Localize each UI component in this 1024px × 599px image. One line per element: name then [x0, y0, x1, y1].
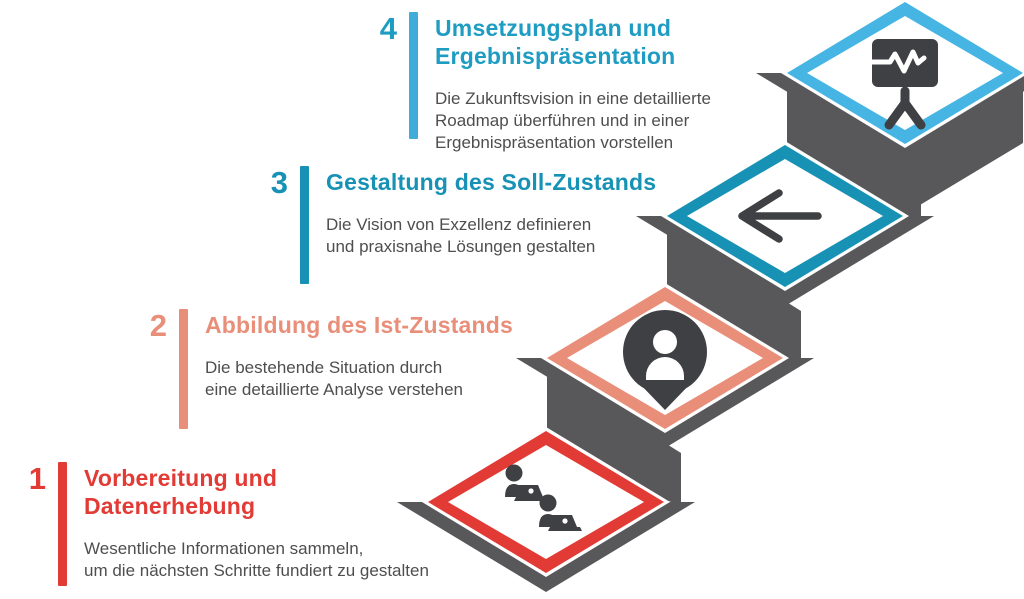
- step2-desc-line1: Die bestehende Situation durch: [205, 358, 443, 377]
- stair-step-2: [516, 283, 814, 505]
- step4-accent-bar: [409, 12, 418, 139]
- step3-title: Gestaltung des Soll-Zustands: [326, 168, 656, 196]
- step3-accent-bar: [300, 166, 309, 284]
- step3-number: 3: [270, 165, 288, 200]
- step1-text-block: 1 Vorbereitung und Datenerhebung Wesentl…: [12, 462, 429, 586]
- person-location-pin-icon: [623, 310, 707, 410]
- step3-desc-line2: und praxisnahe Lösungen gestalten: [326, 237, 596, 256]
- step1-title-line2: Datenerhebung: [84, 493, 256, 519]
- step4-desc-line3: Ergebnispräsentation vorstellen: [435, 133, 674, 152]
- step2-accent-bar: [179, 309, 188, 429]
- step1-desc-line2: um die nächsten Schritte fundiert zu ges…: [84, 561, 429, 580]
- step4-title-line2: Ergebnispräsentation: [435, 43, 676, 69]
- step3-description: Die Vision von Exzellenz definieren und …: [326, 214, 656, 258]
- step4-desc-line1: Die Zukunftsvision in eine detaillierte: [435, 89, 711, 108]
- step4-number: 4: [379, 11, 397, 46]
- step4-title-line1: Umsetzungsplan und: [435, 15, 672, 41]
- presentation-chart-icon: [869, 39, 938, 130]
- step4-desc-line2: Roadmap überführen und in einer: [435, 111, 690, 130]
- step2-title: Abbildung des Ist-Zustands: [205, 311, 513, 339]
- step3-title-line1: Gestaltung des Soll-Zustands: [326, 169, 657, 195]
- stair-step-3: [636, 141, 934, 363]
- step3-desc-line1: Die Vision von Exzellenz definieren: [326, 215, 592, 234]
- step4-riser-sliver: [905, 158, 921, 222]
- step1-desc-line1: Wesentliche Informationen sammeln,: [84, 539, 364, 558]
- step1-title-line1: Vorbereitung und: [84, 465, 278, 491]
- step3-text-block: 3 Gestaltung des Soll-Zustands Die Visio…: [254, 166, 656, 284]
- step2-riser-sliver: [665, 443, 681, 505]
- two-people-working-icon: [505, 464, 582, 531]
- step1-description: Wesentliche Informationen sammeln, um di…: [84, 538, 429, 582]
- step3-riser-sliver: [785, 301, 801, 363]
- step4-text-block: 4 Umsetzungsplan und Ergebnispräsentatio…: [363, 12, 711, 154]
- step4-title: Umsetzungsplan und Ergebnispräsentation: [435, 14, 711, 70]
- step2-number: 2: [149, 308, 167, 343]
- stair-step-1: [397, 427, 695, 592]
- step1-accent-bar: [58, 462, 67, 586]
- step2-description: Die bestehende Situation durch eine deta…: [205, 357, 513, 401]
- step4-description: Die Zukunftsvision in eine detaillierte …: [435, 88, 711, 154]
- stair-step-4: [756, 0, 1024, 222]
- step2-desc-line2: eine detaillierte Analyse verstehen: [205, 380, 463, 399]
- step1-number: 1: [28, 461, 46, 496]
- step1-title: Vorbereitung und Datenerhebung: [84, 464, 429, 520]
- step2-text-block: 2 Abbildung des Ist-Zustands Die bestehe…: [133, 309, 513, 429]
- step2-title-line1: Abbildung des Ist-Zustands: [205, 312, 514, 338]
- left-arrow-icon: [738, 189, 822, 243]
